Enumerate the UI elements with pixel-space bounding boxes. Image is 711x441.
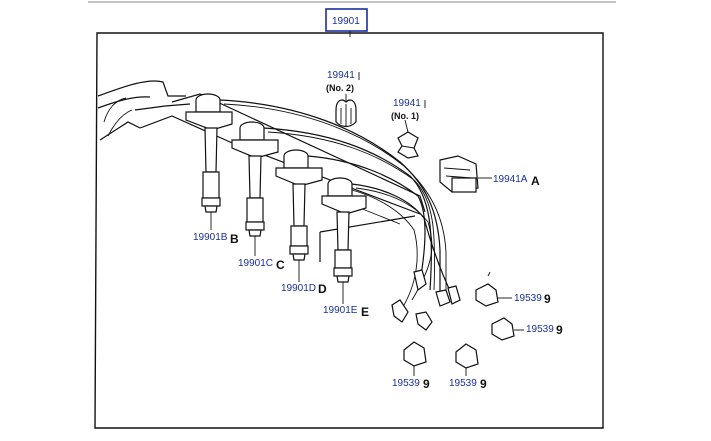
coil-pack-2 — [231, 121, 279, 159]
boot-4-letter: 9 — [480, 377, 487, 391]
boot-1 — [475, 271, 499, 307]
clamp-a-code: 19941A — [493, 174, 528, 185]
label-boot-3[interactable]: 19539 9 — [392, 377, 430, 391]
label-cord-d[interactable]: 19901D D — [281, 282, 327, 296]
boot-1-code: 19539 — [514, 293, 542, 304]
label-clamp-no1[interactable]: 19941 (No. 1) — [391, 98, 426, 121]
boot-4 — [455, 343, 479, 369]
cord-d-letter: D — [318, 282, 327, 296]
clamp-a — [439, 155, 479, 193]
clamp-no2-note: (No. 2) — [326, 83, 354, 93]
plug-cord-c — [245, 155, 265, 237]
label-clamp-no2[interactable]: 19941 (No. 2) — [326, 70, 360, 93]
clamp-no1 — [397, 131, 419, 159]
plug-cord-e — [333, 211, 353, 283]
cord-d-code: 19901D — [281, 283, 316, 294]
label-cord-c[interactable]: 19901C C — [238, 258, 285, 272]
boot-2-letter: 9 — [556, 323, 563, 337]
leader-lines — [210, 94, 524, 376]
clamp-no2-code: 19941 — [327, 70, 355, 81]
harness-terminals — [391, 269, 461, 331]
coil-pack-1 — [185, 93, 233, 131]
label-boot-4[interactable]: 19539 9 — [449, 377, 487, 391]
cord-e-code: 19901E — [323, 305, 358, 316]
label-clamp-a[interactable]: 19941A A — [493, 174, 540, 188]
clamp-no1-code: 19941 — [393, 98, 421, 109]
coil-pack-4 — [321, 177, 367, 215]
cord-c-code: 19901C — [238, 258, 273, 269]
clamp-a-letter: A — [531, 174, 540, 188]
label-boot-1[interactable]: 19539 9 — [514, 292, 551, 306]
boot-2-code: 19539 — [526, 324, 554, 335]
boot-4-code: 19539 — [449, 378, 477, 389]
clamp-no2 — [335, 99, 357, 128]
boot-3 — [403, 341, 427, 367]
boot-3-letter: 9 — [423, 377, 430, 391]
cord-b-letter: B — [230, 232, 239, 246]
cord-c-letter: C — [276, 258, 285, 272]
coil-pack-3 — [275, 149, 323, 187]
boot-2 — [491, 317, 515, 341]
wire-harness — [219, 99, 453, 306]
cord-e-letter: E — [361, 305, 369, 319]
label-cord-e[interactable]: 19901E E — [323, 305, 369, 319]
assembly-callout[interactable]: 19901 — [325, 8, 368, 37]
boot-3-code: 19539 — [392, 378, 420, 389]
assembly-code-label: 19901 — [332, 16, 360, 27]
label-boot-2[interactable]: 19539 9 — [526, 323, 563, 337]
plug-cord-d — [289, 183, 309, 261]
cord-b-code: 19901B — [193, 232, 228, 243]
label-cord-b[interactable]: 19901B B — [193, 232, 239, 246]
assembly-callout-box — [325, 8, 368, 32]
diagram-frame — [94, 32, 604, 429]
boot-1-letter: 9 — [544, 292, 551, 306]
clamp-no1-note: (No. 1) — [391, 111, 419, 121]
plug-cord-b — [201, 127, 221, 213]
